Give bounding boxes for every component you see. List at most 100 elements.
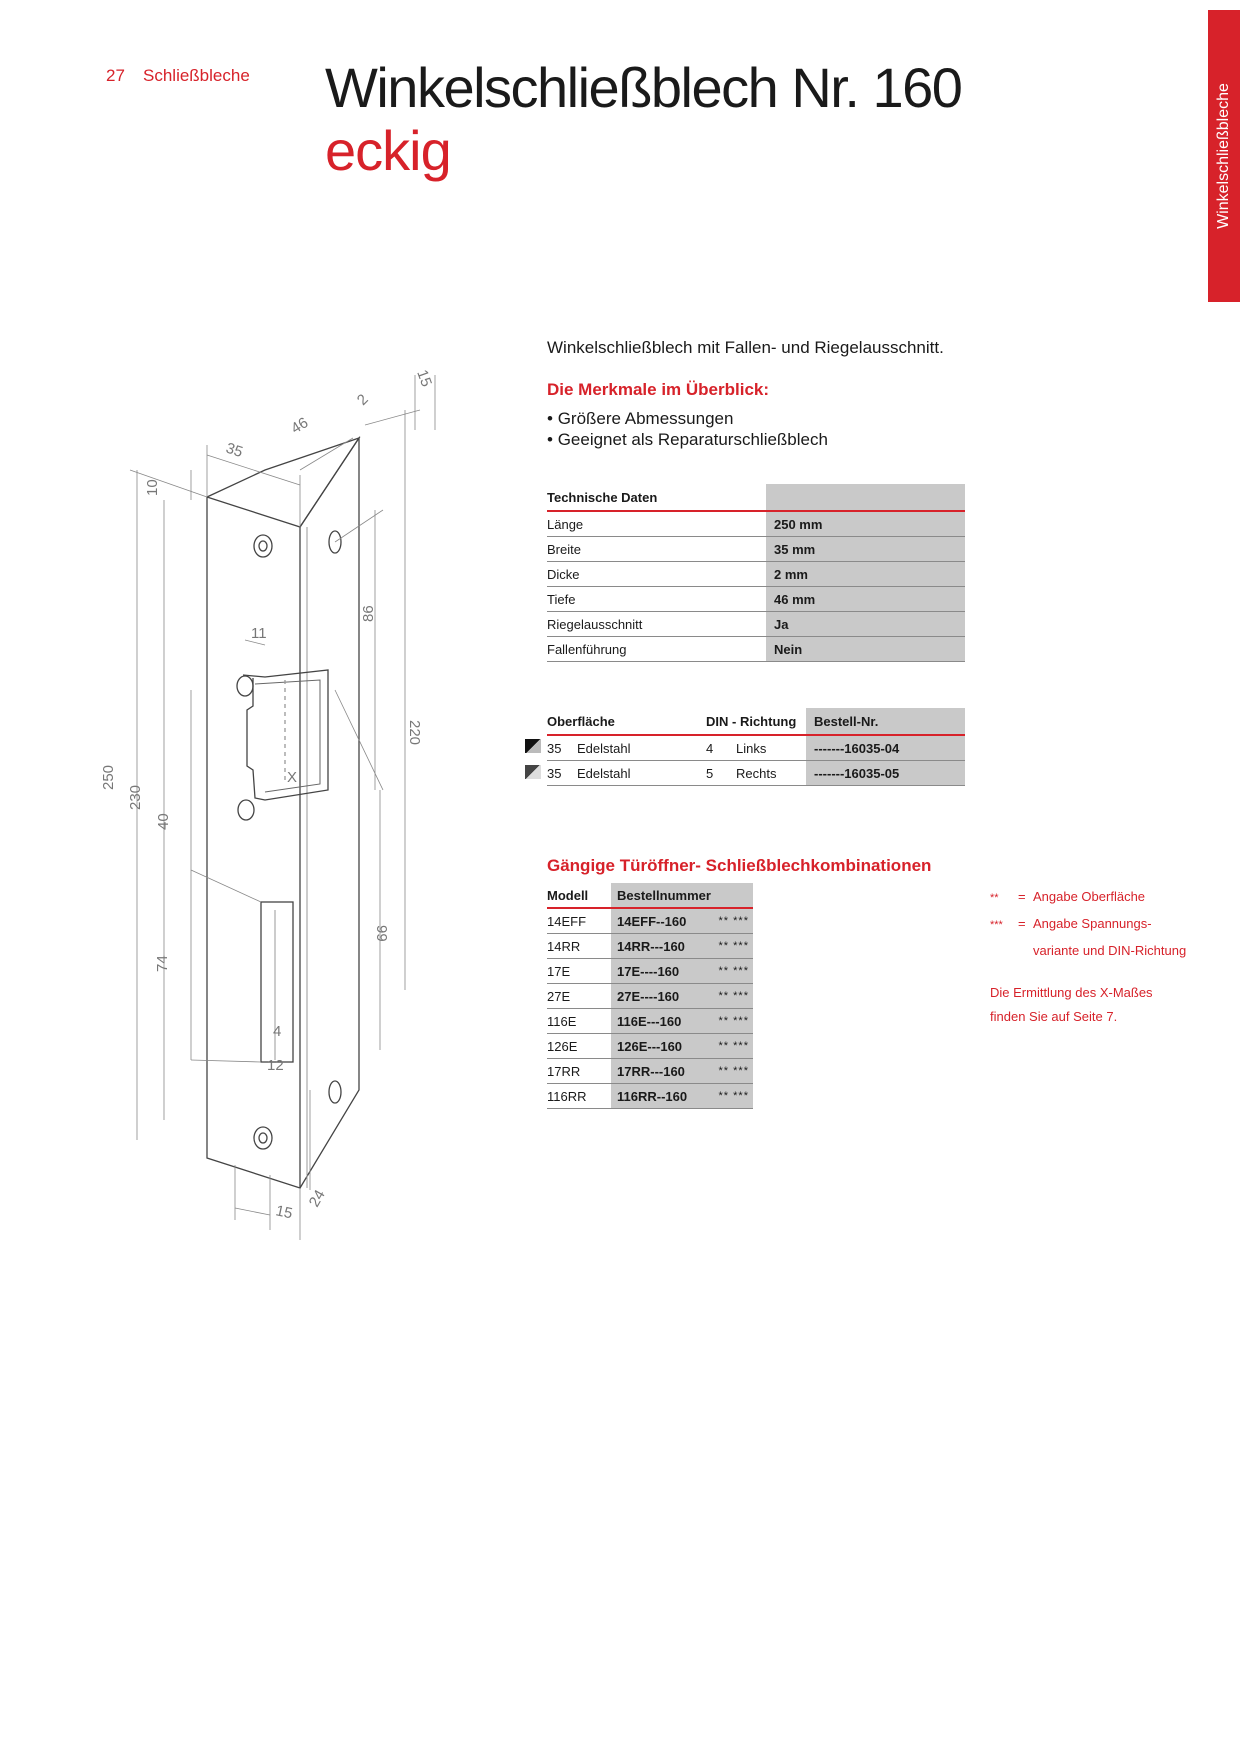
- surface-material: Edelstahl: [577, 735, 706, 761]
- legend-text: variante und DIN-Richtung: [1033, 943, 1187, 958]
- legend-key: **: [990, 892, 999, 904]
- din-number: 4: [706, 735, 736, 761]
- flange-side: [299, 435, 360, 1189]
- feature-item: Geeignet als Reparaturschließblech: [547, 429, 828, 450]
- dim-11: 11: [251, 625, 267, 642]
- table-header-row: Technische Daten: [547, 484, 965, 512]
- side-tab-label: Winkelschließbleche: [1215, 83, 1232, 229]
- row-value: Ja: [766, 611, 965, 637]
- side-tab: Winkelschließbleche: [1208, 10, 1240, 302]
- latch-cutout: [242, 669, 329, 801]
- model: 27E: [547, 983, 611, 1009]
- din-direction: Rechts: [736, 760, 806, 786]
- screw-hole: [328, 530, 342, 554]
- order-suffix: ** ***: [708, 1008, 753, 1034]
- surface-material: Edelstahl: [577, 760, 706, 786]
- legend-key: ***: [990, 919, 1003, 931]
- model: 126E: [547, 1033, 611, 1059]
- row-value: Nein: [766, 636, 965, 662]
- table-row: 35 Edelstahl 4 Links -------16035-04: [547, 735, 965, 761]
- plate-outline: [206, 496, 301, 1189]
- order-suffix: ** ***: [708, 908, 753, 934]
- order-suffix: ** ***: [708, 983, 753, 1009]
- order-number: 116RR--160: [611, 1083, 709, 1109]
- row-value: 250 mm: [766, 511, 965, 537]
- dim-74: 74: [154, 955, 171, 972]
- screw-hole: [236, 675, 254, 697]
- row-label: Dicke: [547, 561, 766, 587]
- features-list: Größere Abmessungen Geeignet als Reparat…: [547, 408, 828, 450]
- dim-15: 15: [413, 370, 435, 389]
- order-number: 116E---160: [611, 1008, 709, 1034]
- x-measure-note: Die Ermittlung des X-Maßes finden Sie au…: [990, 981, 1153, 1029]
- order-number: 14EFF--160: [611, 908, 709, 934]
- dim-12: 12: [267, 1057, 284, 1074]
- dim-46: 46: [288, 414, 311, 437]
- din-direction: Links: [736, 735, 806, 761]
- order-number: -------16035-05: [806, 760, 965, 786]
- row-value: 46 mm: [766, 586, 965, 612]
- model: 116RR: [547, 1083, 611, 1109]
- legend: **=Angabe Oberfläche ***=Angabe Spannung…: [990, 884, 1186, 963]
- technical-drawing: 35 46 2 15 10 11 86 220 250 230 40 X 99 …: [100, 370, 436, 1240]
- row-label: Tiefe: [547, 586, 766, 612]
- header-din: DIN - Richtung: [706, 708, 806, 736]
- model: 17E: [547, 958, 611, 984]
- dim-35: 35: [224, 440, 245, 461]
- screw-hole: [237, 799, 255, 821]
- legend-equals: =: [1018, 889, 1026, 904]
- order-number: -------16035-04: [806, 735, 965, 761]
- legend-equals: =: [1018, 916, 1026, 931]
- legend-row: **=Angabe Oberfläche: [990, 884, 1186, 911]
- dim-99: 99: [373, 925, 390, 942]
- tech-heading: Technische Daten: [547, 484, 766, 512]
- dim-250: 250: [100, 765, 117, 790]
- features-heading: Die Merkmale im Überblick:: [547, 380, 770, 399]
- header-model: Modell: [547, 883, 611, 909]
- screw-hole: [253, 534, 273, 558]
- order-number: 17E----160: [611, 958, 709, 984]
- order-suffix: ** ***: [708, 1033, 753, 1059]
- dim-4: 4: [273, 1023, 281, 1040]
- surface-code: 35: [547, 760, 577, 786]
- row-label: Breite: [547, 536, 766, 562]
- model: 116E: [547, 1008, 611, 1034]
- dim-86: 86: [360, 605, 377, 622]
- row-label: Fallenführung: [547, 636, 766, 662]
- dim-230: 230: [127, 785, 144, 810]
- screw-hole: [253, 1126, 273, 1150]
- note-line: Die Ermittlung des X-Maßes: [990, 985, 1153, 1000]
- surface-table: Oberfläche DIN - Richtung Bestell-Nr. 35…: [547, 708, 965, 786]
- dim-x: X: [287, 769, 297, 786]
- order-suffix: ** ***: [708, 1083, 753, 1109]
- surface-swatch-icon: [525, 739, 541, 753]
- header-surface: Oberfläche: [547, 708, 706, 736]
- dim-40: 40: [155, 813, 172, 830]
- order-number: 17RR---160: [611, 1058, 709, 1084]
- tech-heading-shade: [766, 484, 965, 512]
- row-value: 2 mm: [766, 561, 965, 587]
- row-label: Riegelausschnitt: [547, 611, 766, 637]
- screw-hole: [328, 1080, 342, 1104]
- order-suffix: ** ***: [708, 933, 753, 959]
- table-header-row: Oberfläche DIN - Richtung Bestell-Nr.: [547, 708, 965, 736]
- model: 14RR: [547, 933, 611, 959]
- order-suffix: ** ***: [708, 958, 753, 984]
- order-number: 14RR---160: [611, 933, 709, 959]
- surface-swatch-icon: [525, 765, 541, 779]
